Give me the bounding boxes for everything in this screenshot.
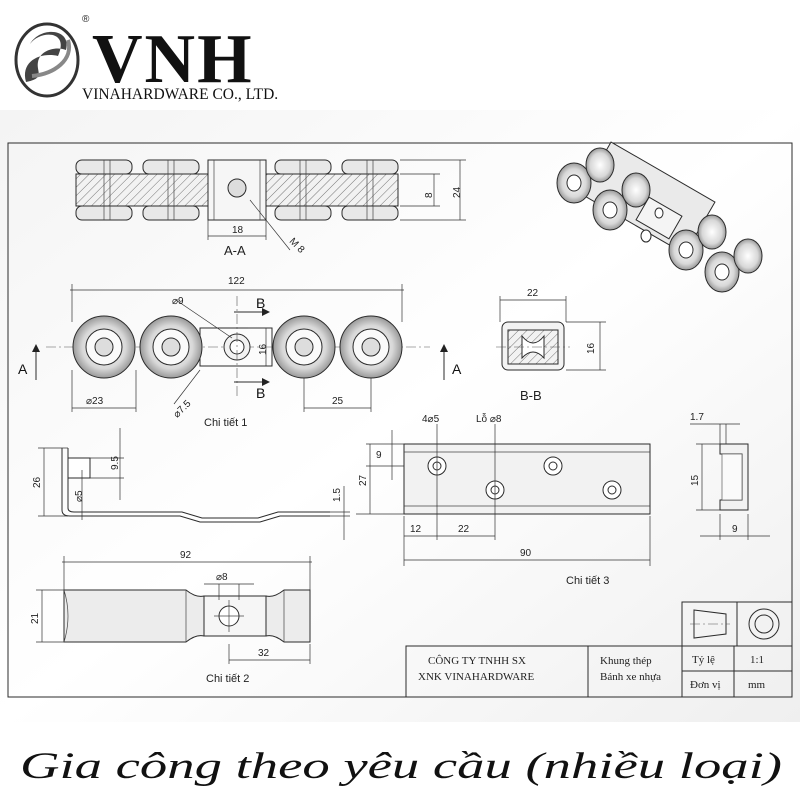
detail-3: 4⌀5 Lỗ ⌀8 9 27 12 22 90 Chi tiết 3 <box>356 412 651 587</box>
holes-4x5: 4⌀5 <box>422 414 440 425</box>
dim-1-7: 1.7 <box>690 412 704 423</box>
c-profile: 1.7 15 9 <box>690 412 770 540</box>
footer-caption: Gia công theo yêu cầu (nhiều loại) <box>20 746 782 787</box>
slot-8: Lỗ ⌀8 <box>476 412 502 425</box>
isometric-assembly <box>556 141 763 293</box>
dim-12: 12 <box>410 524 422 535</box>
brand-name: VNH <box>92 21 254 98</box>
dim-16: 16 <box>258 343 269 355</box>
section-a-a: 18 8 24 M 8 A-A <box>75 159 466 258</box>
dim-27: 27 <box>358 474 369 486</box>
detail-2-title: Chi tiết 2 <box>206 673 249 685</box>
cut-b-top: B <box>256 295 265 311</box>
section-b-b: 22 16 B-B <box>496 288 606 403</box>
logo-mark-icon <box>14 22 80 98</box>
dim-wheel-23: ⌀23 <box>86 396 104 407</box>
company-line-1: CÔNG TY TNHH SX <box>428 655 526 667</box>
dim-hole-8: ⌀8 <box>216 572 228 583</box>
material-frame: Khung thép <box>600 655 652 667</box>
drawing-frame <box>7 142 793 698</box>
dim-9-plate: 9 <box>376 450 382 461</box>
dim-21: 21 <box>30 612 41 624</box>
dim-32: 32 <box>258 648 270 659</box>
dim-hole-9: ⌀9 <box>172 296 184 307</box>
dim-1-5: 1.5 <box>332 488 343 502</box>
company-name: VINAHARDWARE CO., LTD. <box>82 86 278 103</box>
dim-22: 22 <box>527 288 539 299</box>
dim-16-b: 16 <box>586 342 597 354</box>
dim-26: 26 <box>32 476 43 488</box>
registered-mark: ® <box>82 14 90 25</box>
cut-b-bottom: B <box>256 385 265 401</box>
unit-label: Đơn vị <box>690 679 721 691</box>
dim-90: 90 <box>520 548 532 559</box>
title-block: CÔNG TY TNHH SX XNK VINAHARDWARE Khung t… <box>405 601 793 698</box>
cut-a-left: A <box>18 361 28 377</box>
section-b-label: B-B <box>520 388 542 403</box>
dim-9-5: 9.5 <box>110 456 121 470</box>
cut-a-right: A <box>452 361 462 377</box>
dim-92: 92 <box>180 550 192 561</box>
dim-8: 8 <box>424 192 435 198</box>
scale-value: 1:1 <box>750 654 764 666</box>
dim-5: ⌀5 <box>74 490 85 502</box>
dim-122: 122 <box>228 276 245 287</box>
dim-22-plate: 22 <box>458 524 470 535</box>
company-logo: VNH ® VINAHARDWARE CO., LTD. <box>14 14 278 103</box>
detail-3-title: Chi tiết 3 <box>566 575 609 587</box>
section-a-label: A-A <box>224 243 246 258</box>
company-line-2: XNK VINAHARDWARE <box>418 671 534 683</box>
dim-18: 18 <box>232 225 244 236</box>
detail-1-title: Chi tiết 1 <box>204 417 247 429</box>
dim-15-profile: 15 <box>690 474 701 486</box>
dim-24: 24 <box>452 186 463 198</box>
dim-9-profile: 9 <box>732 524 738 535</box>
scale-label: Tỷ lệ <box>692 654 715 666</box>
unit-value: mm <box>748 679 766 691</box>
dim-25: 25 <box>332 396 344 407</box>
bracket-profile: 26 9.5 ⌀5 1.5 <box>32 428 350 540</box>
detail-2: 92 ⌀8 21 32 Chi tiết 2 <box>30 550 312 685</box>
material-wheel: Bánh xe nhựa <box>600 671 661 683</box>
